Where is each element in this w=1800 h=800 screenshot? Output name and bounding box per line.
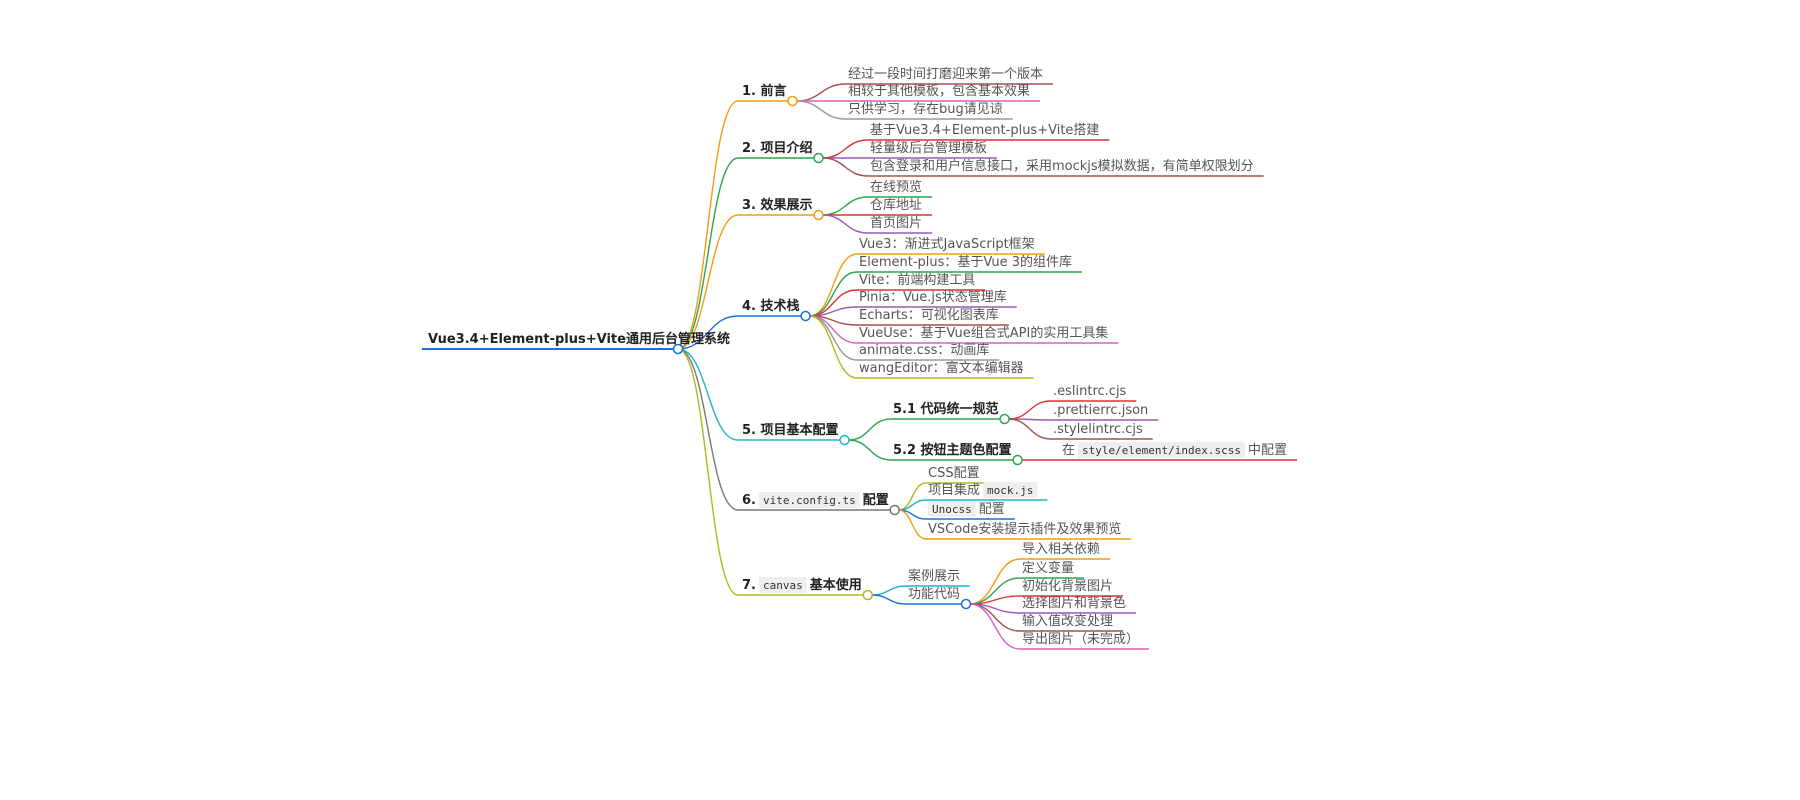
leaf-topic-5-1-3: .stylelintrc.cjs — [1053, 422, 1143, 437]
child-link-2-1 — [822, 139, 869, 159]
child-topic-3-3: 首页图片 — [870, 216, 922, 231]
leaf-topic-5-2-1-code: style/element/index.scss — [1082, 444, 1241, 457]
branch-topic-7-post: 基本使用 — [809, 577, 862, 593]
branch-link-1 — [677, 100, 739, 350]
child-topic-6-3-post: 配置 — [979, 502, 1005, 517]
branch-topic-6-pre: 6. — [742, 493, 756, 508]
branch-topic-6-code-bg — [758, 492, 860, 508]
branch-node-dot-5[interactable] — [839, 434, 850, 446]
child-topic-4-5: Echarts：可视化图表库 — [859, 307, 999, 323]
child-topic-3-1: 在线预览 — [870, 179, 922, 195]
child-topic-4-1: Vue3：渐进式JavaScript框架 — [859, 237, 1035, 252]
leaf-link-5-1-3 — [1008, 418, 1052, 440]
branch-node-dot-1[interactable] — [787, 95, 798, 107]
child-topic-7-2: 功能代码 — [908, 587, 960, 602]
child-topic-4-4: Pinia：Vue.js状态管理库 — [859, 289, 1007, 305]
child-topic-6-2-pre: 项目集成 — [928, 482, 980, 498]
child-topic-4-6: VueUse：基于Vue组合式API的实用工具集 — [859, 325, 1108, 341]
branch-topic-2: 2. 项目介绍 — [742, 140, 813, 156]
child-topic-5-2: 5.2 按钮主题色配置 — [893, 442, 1012, 458]
child-link-3-1 — [822, 196, 869, 216]
child-node-dot-5-1[interactable] — [999, 413, 1010, 425]
child-link-6-4 — [898, 509, 927, 540]
child-link-4-8 — [809, 315, 858, 379]
child-topic-1-3: 只供学习，存在bug请见谅 — [848, 101, 1003, 117]
child-topic-6-1: CSS配置 — [928, 466, 980, 481]
child-link-4-7 — [809, 315, 858, 361]
leaf-topic-5-1-1: .eslintrc.cjs — [1053, 384, 1127, 399]
branch-topic-5: 5. 项目基本配置 — [742, 422, 839, 438]
child-topic-6-3-code: Unocss — [932, 503, 972, 516]
child-topic-4-8: wangEditor：富文本编辑器 — [859, 360, 1024, 376]
child-link-2-3 — [822, 157, 869, 177]
child-topic-5-1: 5.1 代码统一规范 — [893, 401, 999, 417]
leaf-topic-5-2-1-code-bg — [1078, 442, 1245, 458]
child-topic-2-3: 包含登录和用户信息接口，采用mockjs模拟数据，有简单权限划分 — [870, 158, 1254, 174]
leaf-topic-7-2-3: 初始化背景图片 — [1022, 579, 1113, 594]
branch-topic-6-post: 配置 — [863, 493, 889, 508]
child-topic-7-1: 案例展示 — [908, 569, 960, 584]
branch-node-dot-7[interactable] — [862, 589, 873, 601]
child-topic-3-2: 仓库地址 — [870, 197, 922, 213]
child-link-1-1 — [796, 83, 847, 102]
leaf-topic-5-2-1-pre: 在 — [1062, 443, 1075, 458]
branch-node-dot-6[interactable] — [889, 504, 900, 516]
branch-topic-7-code: canvas — [763, 579, 803, 592]
branch-node-dot-2[interactable] — [813, 152, 824, 164]
leaf-link-7-2-1 — [969, 558, 1021, 605]
leaf-topic-7-2-2: 定义变量 — [1022, 560, 1074, 576]
branch-link-7 — [677, 348, 739, 596]
branch-topic-3: 3. 效果展示 — [742, 197, 813, 213]
branch-topic-4: 4. 技术栈 — [742, 298, 800, 314]
child-node-dot-7-2[interactable] — [960, 598, 972, 610]
branch-link-2 — [677, 157, 739, 350]
branch-link-5 — [677, 348, 739, 441]
child-node-dot-5-2[interactable] — [1012, 454, 1023, 466]
child-link-7-1 — [871, 585, 907, 596]
branch-topic-7-code-bg — [758, 577, 807, 593]
branch-topic-1: 1. 前言 — [742, 83, 787, 99]
child-topic-6-2-code: mock.js — [987, 484, 1033, 497]
child-link-5-1 — [848, 418, 892, 441]
child-link-1-3 — [796, 100, 847, 120]
child-link-3-3 — [822, 214, 869, 234]
child-link-5-2 — [848, 439, 892, 461]
child-topic-1-2: 相较于其他模板，包含基本效果 — [848, 83, 1030, 99]
leaf-topic-7-2-5: 输入值改变处理 — [1022, 613, 1113, 629]
branch-link-6 — [677, 348, 739, 511]
child-topic-6-3-code-bg — [928, 501, 976, 517]
branch-topic-6-code: vite.config.ts — [763, 494, 856, 507]
child-link-4-1 — [809, 253, 858, 317]
child-topic-4-2: Element-plus：基于Vue 3的组件库 — [859, 254, 1072, 270]
child-link-7-2 — [871, 594, 907, 605]
child-topic-6-4: VSCode安装提示插件及效果预览 — [928, 521, 1121, 537]
child-topic-2-1: 基于Vue3.4+Element-plus+Vite搭建 — [870, 122, 1099, 138]
branch-link-3 — [677, 214, 739, 350]
leaf-topic-5-2-1-post: 中配置 — [1248, 443, 1287, 458]
branch-topic-7-pre: 7. — [742, 578, 756, 593]
child-topic-2-2: 轻量级后台管理模板 — [870, 141, 987, 156]
child-topic-4-7: animate.css：动画库 — [859, 342, 989, 358]
leaf-link-5-1-1 — [1008, 400, 1052, 420]
leaf-topic-7-2-4: 选择图片和背景色 — [1022, 595, 1126, 611]
leaf-topic-7-2-6: 导出图片（未完成） — [1022, 632, 1139, 647]
branch-node-dot-3[interactable] — [813, 209, 824, 221]
root-topic: Vue3.4+Element-plus+Vite通用后台管理系统 — [428, 331, 730, 347]
child-link-6-1 — [898, 482, 927, 511]
child-link-4-2 — [809, 271, 858, 317]
child-topic-6-2-code-bg — [983, 482, 1038, 498]
branch-node-dot-4[interactable] — [800, 310, 811, 322]
leaf-link-7-2-6 — [969, 603, 1021, 650]
root-node-dot[interactable] — [672, 343, 684, 355]
child-topic-1-1: 经过一段时间打磨迎来第一个版本 — [848, 67, 1043, 82]
leaf-topic-5-1-2: .prettierrc.json — [1053, 403, 1148, 418]
branch-link-4 — [677, 315, 739, 350]
child-topic-4-3: Vite：前端构建工具 — [859, 272, 975, 288]
leaf-topic-7-2-1: 导入相关依赖 — [1022, 542, 1100, 557]
